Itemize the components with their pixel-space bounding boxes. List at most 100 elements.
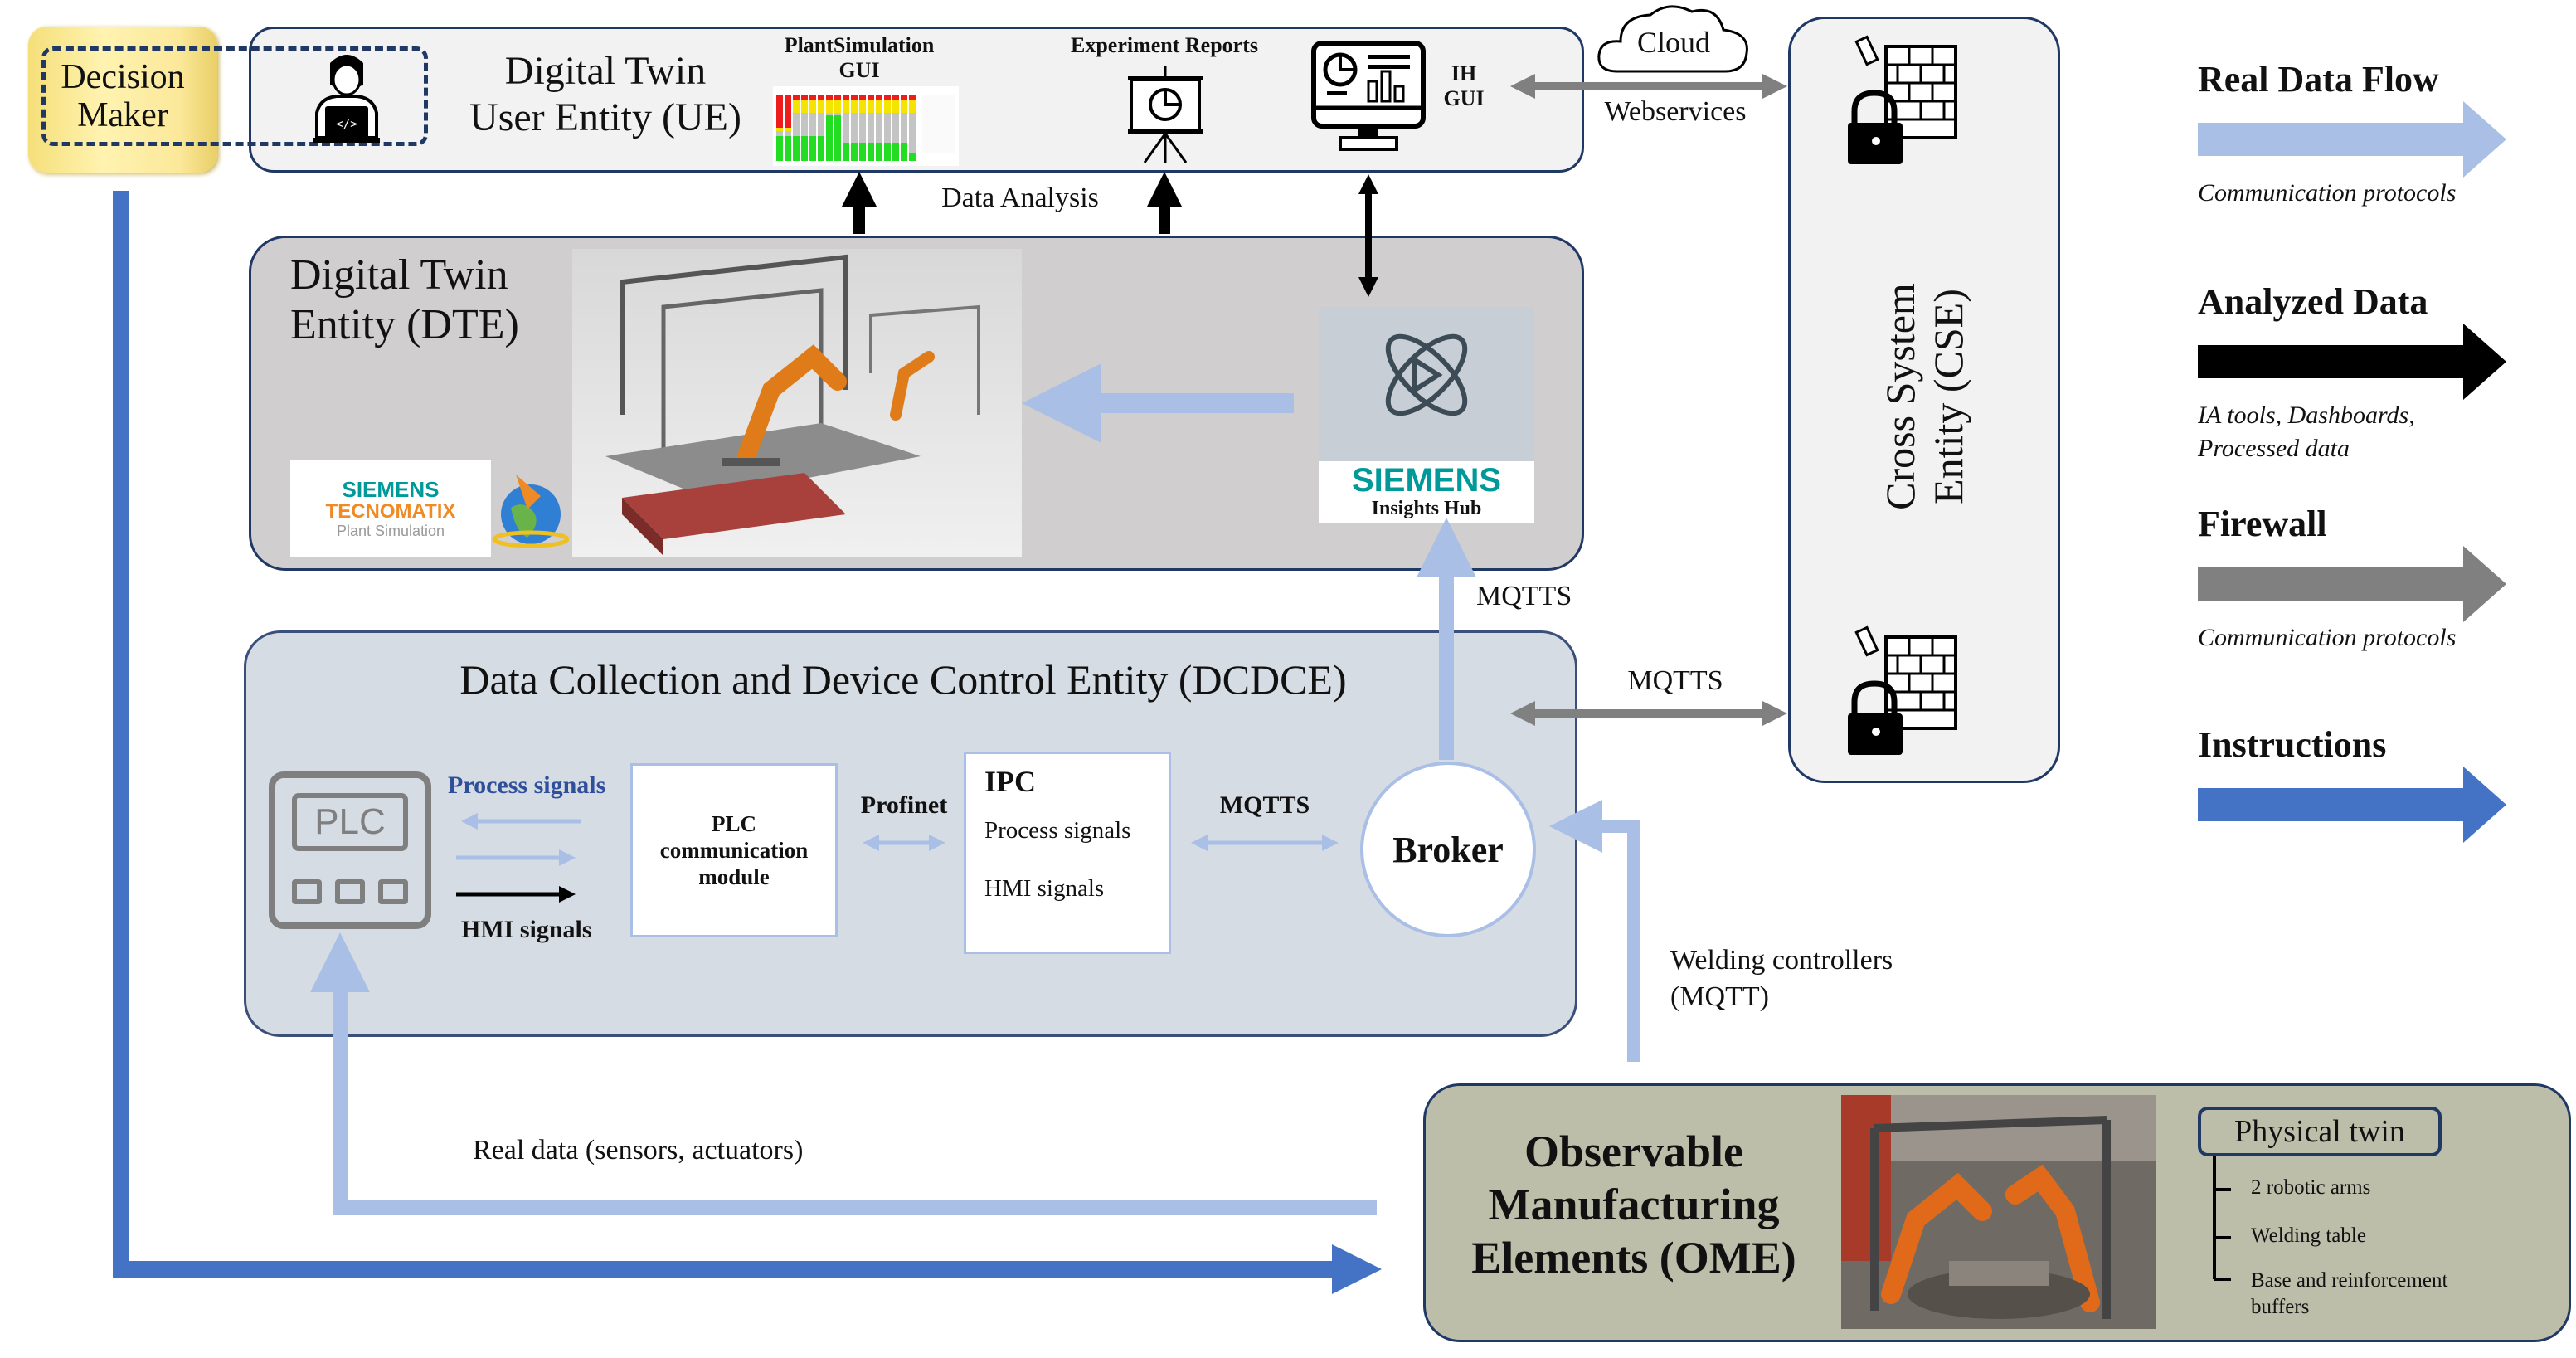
ome-title-line1: Observable <box>1524 1127 1743 1176</box>
plantsim-thumbnail-bar <box>801 113 808 136</box>
process-signals-label: Process signals <box>448 771 606 799</box>
plc-comm-line2: communication <box>659 838 809 863</box>
real-data-label: Real data (sensors, actuators) <box>473 1135 804 1166</box>
plantsim-thumbnail-bar <box>909 153 916 161</box>
legend-arrow <box>2198 324 2506 400</box>
ipc-box: IPC Process signals HMI signals <box>964 752 1171 954</box>
legend-arrow <box>2198 101 2506 178</box>
plantsim-thumbnail-bar <box>876 100 882 113</box>
ome-title-line2: Manufacturing <box>1488 1180 1780 1229</box>
plantsim-thumbnail-bar <box>776 131 783 136</box>
plantsim-thumbnail-bar <box>859 100 866 113</box>
user-entity-title-line1: Digital Twin <box>504 49 707 93</box>
webservices-label: Webservices <box>1604 96 1747 127</box>
plantsim-thumbnail-bar <box>801 95 808 100</box>
ipc-title: IPC <box>984 765 1036 798</box>
presentation-board-icon[interactable] <box>1120 66 1211 163</box>
plantsim-thumbnail-bar <box>909 100 916 113</box>
tecnomatix-logo-brand: SIEMENS <box>342 477 440 502</box>
ome-title: Observable Manufacturing Elements (OME) <box>1435 1125 1833 1284</box>
hmi-signals-label: HMI signals <box>461 916 592 943</box>
plantsim-thumbnail-bar <box>826 95 833 100</box>
plantsim-thumbnail-bar <box>843 113 849 143</box>
ipc-broker-mqtts-label: MQTTS <box>1219 791 1310 819</box>
plantsim-thumbnail-bar <box>884 100 891 113</box>
plantsim-thumbnail-bar <box>776 95 783 128</box>
plantsim-thumbnail-bar <box>818 100 824 113</box>
broker-label: Broker <box>1392 829 1504 870</box>
plantsim-thumbnail-bar <box>901 113 907 143</box>
plantsim-thumbnail-bar <box>901 143 907 161</box>
plantsim-thumbnail-bar <box>834 95 841 100</box>
plantsim-thumbnail-bar <box>801 100 808 113</box>
dashboard-monitor-icon[interactable] <box>1310 40 1427 153</box>
decision-maker-label: Decision Maker <box>33 58 212 134</box>
firewall-lock-icon-top <box>1843 35 1959 168</box>
plantsim-thumbnail-bar <box>826 113 833 115</box>
cloud-label: Cloud <box>1636 26 1710 59</box>
plantsim-thumbnail-bar <box>859 143 866 161</box>
plantsim-thumbnail-bar <box>859 95 866 100</box>
plantsim-thumbnail-bar <box>826 100 833 113</box>
dcdce-title: Data Collection and Device Control Entit… <box>459 656 1347 703</box>
plantsim-thumbnail-bar <box>876 95 882 100</box>
ipc-process-signals: Process signals <box>984 817 1131 844</box>
plantsim-gui-thumbnail[interactable] <box>773 86 959 166</box>
plantsim-thumbnail-bar <box>834 115 841 161</box>
user-laptop-icon: </> <box>313 55 380 143</box>
data-analysis-label: Data Analysis <box>941 183 1099 213</box>
plantsim-thumbnail-bar <box>868 100 874 113</box>
plantsim-thumbnail-bar <box>909 113 916 153</box>
plantsim-thumbnail-bar <box>785 131 791 136</box>
plantsim-thumbnail-bar <box>793 136 800 161</box>
plantsim-thumbnail-bar <box>785 136 791 161</box>
plantsim-thumbnail-bar <box>851 113 858 143</box>
decision-maker-box <box>28 27 217 173</box>
welding-controllers-arrow <box>1549 800 1640 1062</box>
plantsim-thumbnail-bar <box>901 95 907 100</box>
physical-robot-cell-photo <box>1841 1095 2156 1329</box>
cse-title: Cross System Entity (CSE) <box>1876 264 1972 529</box>
plantsim-thumbnail-bar <box>892 143 899 161</box>
plantsim-thumbnail-bar <box>868 113 874 143</box>
plantsim-thumbnail-bar <box>818 136 824 161</box>
broker-node: Broker <box>1360 762 1536 937</box>
legend-title: Firewall <box>2198 504 2327 544</box>
plantsim-thumbnail-bar <box>809 136 816 161</box>
welding-controllers-line1: Welding controllers <box>1670 945 1893 976</box>
plantsim-thumbnail-bar <box>834 100 841 113</box>
insights-hub-atom-icon <box>1385 333 1468 416</box>
plantsim-thumbnail-bar <box>884 113 891 143</box>
plantsim-thumbnail-bar <box>793 95 800 100</box>
ome-title-line3: Elements (OME) <box>1471 1233 1796 1283</box>
plantsim-thumbnail-bar <box>876 113 882 143</box>
plc-label: PLC <box>292 793 408 851</box>
legend-item: Instructions <box>2198 723 2530 922</box>
ipc-hmi-signals: HMI signals <box>984 875 1105 902</box>
legend-arrow <box>2198 546 2506 622</box>
plantsim-thumbnail-bar <box>834 113 841 115</box>
plantsim-thumbnail-bar <box>868 143 874 161</box>
plantsim-thumbnail-bar <box>785 128 791 131</box>
dte-title-line2: Entity (DTE) <box>290 301 519 348</box>
robot-cell-3d-model-image <box>572 249 1022 557</box>
plantsim-thumbnail-bar <box>892 113 899 143</box>
decision-maker-line2: Maker <box>77 96 168 134</box>
physical-twin-item: buffers <box>2251 1296 2310 1318</box>
plantsim-thumbnail-bar <box>793 100 800 113</box>
plantsim-thumbnail-bar <box>818 113 824 136</box>
plantsim-thumbnail-bar <box>843 100 849 113</box>
physical-twin-item: 2 robotic arms <box>2251 1176 2371 1199</box>
legend-arrow <box>2198 767 2506 843</box>
siemens-insights-hub-logo: SIEMENS Insights Hub <box>1319 307 1534 523</box>
plantsim-thumbnail-bar <box>809 100 816 113</box>
plc-comm-line1: PLC <box>712 811 756 836</box>
plantsim-thumbnail-bar <box>909 95 916 100</box>
firewall-lock-icon-bottom <box>1843 625 1959 758</box>
cse-title-line2: Entity (CSE) <box>1925 289 1971 504</box>
legend-title: Real Data Flow <box>2198 59 2439 100</box>
plantsim-thumbnail-bar <box>793 113 800 136</box>
dte-title-line1: Digital Twin <box>290 251 508 299</box>
